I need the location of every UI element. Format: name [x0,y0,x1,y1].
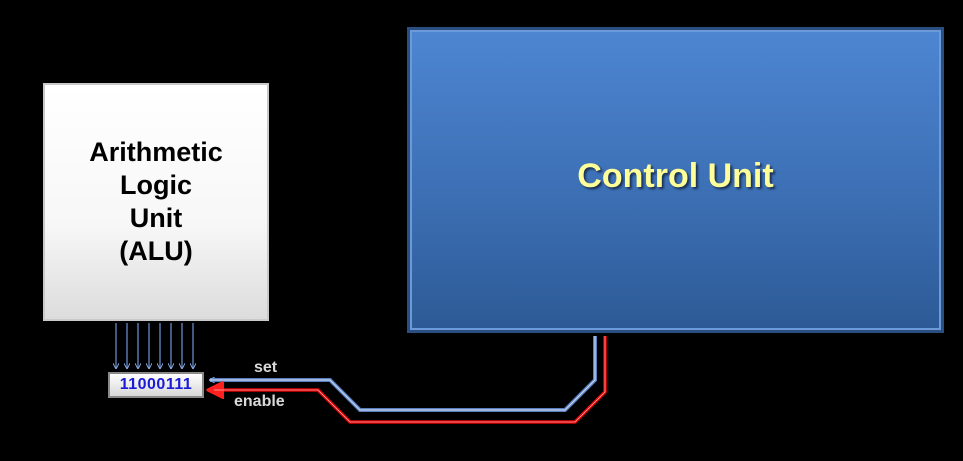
control-unit-block: Control Unit [407,27,944,333]
register-box: 11000111 [108,372,204,398]
enable-signal-label: enable [234,393,285,410]
alu-block: Arithmetic Logic Unit (ALU) [43,83,269,321]
alu-label: Arithmetic Logic Unit (ALU) [89,137,223,266]
register-value: 11000111 [119,376,193,393]
alu-output-bus [116,323,193,368]
control-unit-label: Control Unit [577,156,774,195]
set-wire [210,336,597,412]
enable-wire [210,336,607,424]
set-signal-label: set [254,359,278,376]
